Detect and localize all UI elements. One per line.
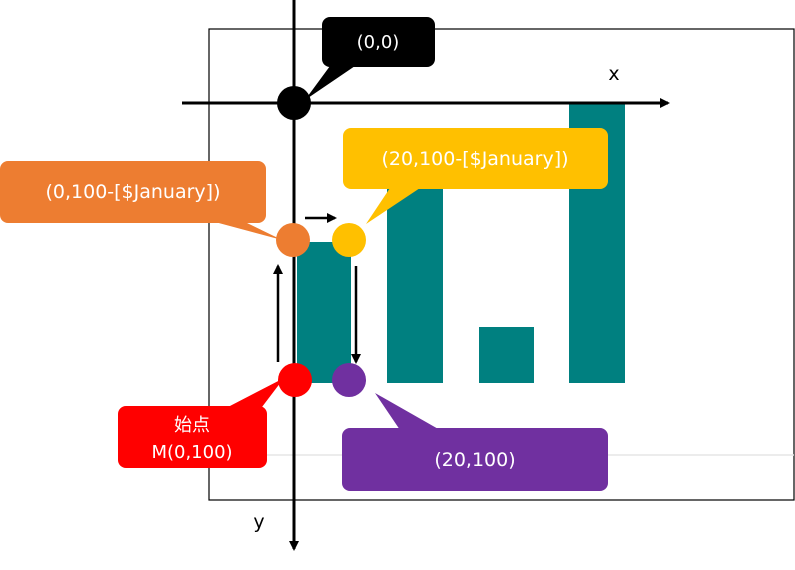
x-axis-label: x: [608, 63, 619, 85]
top-left-callout-label: (0,100-[$January]): [45, 181, 220, 203]
start-point: [278, 363, 312, 397]
start-callout-label-line1: 始点: [174, 415, 210, 436]
bottom-right-callout-label: (20,100): [434, 449, 515, 471]
top-right-point: [332, 223, 366, 257]
origin-point: [277, 86, 311, 120]
start-callout-tail: [228, 378, 284, 407]
y-axis-label: y: [253, 511, 264, 533]
top-left-callout-tail: [215, 222, 282, 240]
bar-3: [479, 327, 534, 383]
bottom-right-point: [332, 363, 366, 397]
bottom-right-callout-tail: [375, 393, 440, 430]
top-left-point: [276, 223, 310, 257]
origin-callout-box: [322, 17, 435, 67]
top-right-callout-tail: [366, 188, 420, 224]
bottom-right-callout-box: [342, 428, 608, 491]
bar-2: [387, 185, 443, 383]
top-right-callout-box: [343, 128, 608, 189]
top-right-callout-label: (20,100-[$January]): [381, 148, 568, 170]
origin-callout-tail: [305, 66, 355, 100]
bar-1: [297, 242, 351, 383]
top-left-callout-box: [0, 161, 266, 223]
origin-callout-label: (0,0): [357, 32, 400, 53]
start-callout-box: [118, 406, 267, 468]
start-callout-label-line2: M(0,100): [151, 442, 232, 463]
